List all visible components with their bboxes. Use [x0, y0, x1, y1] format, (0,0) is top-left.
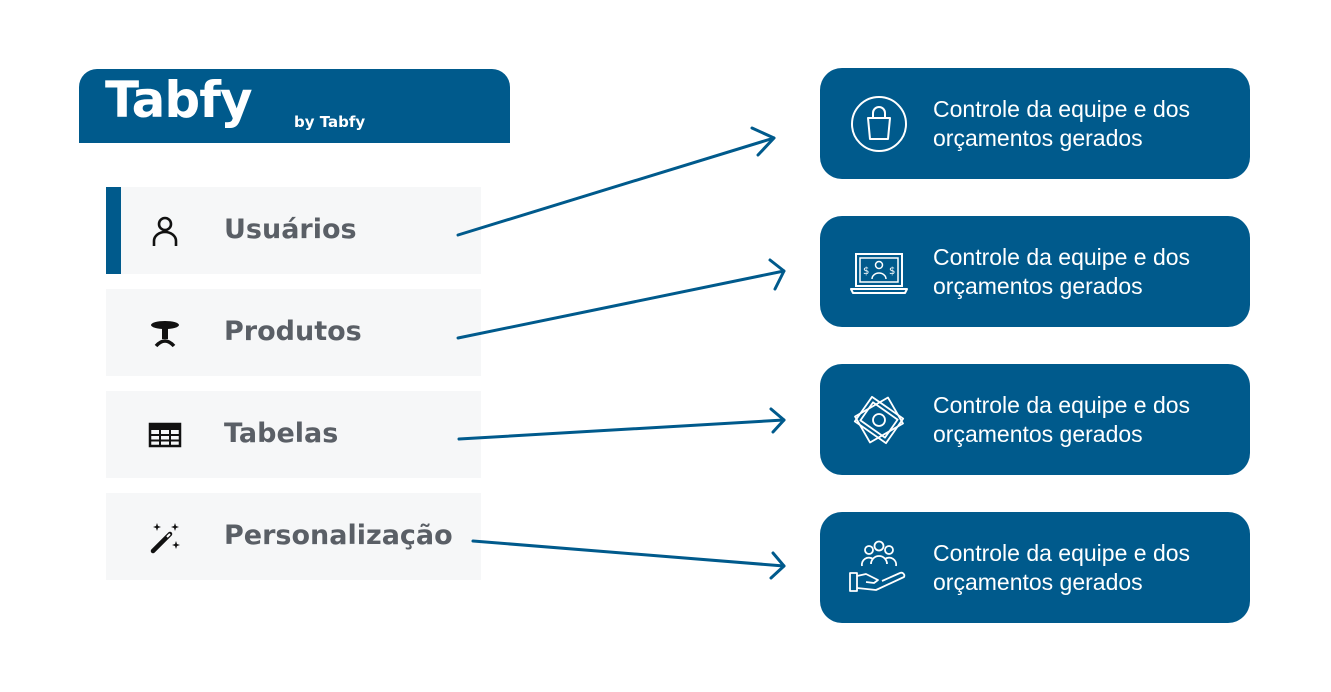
table-furniture-icon	[151, 321, 179, 348]
feature-card: Controle da equipe e dos orçamentos gera…	[820, 512, 1250, 623]
magic-wand-icon	[150, 523, 180, 554]
grid-table-icon	[148, 422, 182, 448]
menu-item-usuarios[interactable]: Usuários	[106, 187, 481, 274]
menu-label: Usuários	[224, 214, 357, 245]
svg-text:$: $	[863, 266, 869, 277]
logo-subtitle: by Tabfy	[294, 113, 366, 131]
laptop-money-people-icon: $ $	[850, 253, 908, 294]
feature-card: $ $ Controle da equipe e dos orçamentos …	[820, 216, 1250, 327]
logo-wordmark: Tabfy	[105, 71, 253, 129]
card-text: Controle da equipe e dos orçamentos gera…	[933, 96, 1191, 151]
menu-label: Personalização	[224, 520, 453, 551]
card-text: Controle da equipe e dos orçamentos gera…	[933, 392, 1191, 447]
arrow-line	[457, 418, 786, 441]
shopping-bag-icon	[851, 96, 907, 152]
feature-card: Controle da equipe e dos orçamentos gera…	[820, 364, 1250, 475]
banknotes-icon	[853, 395, 905, 445]
menu-item-tabelas[interactable]: Tabelas	[106, 391, 481, 478]
arrow-line	[456, 269, 786, 340]
svg-text:$: $	[889, 266, 895, 277]
active-indicator	[106, 187, 121, 274]
user-icon	[152, 216, 178, 246]
menu-label: Tabelas	[224, 418, 339, 449]
arrow-head	[769, 407, 786, 434]
logo-header: Tabfy by Tabfy	[79, 69, 510, 143]
arrow-head	[769, 551, 786, 580]
arrow-head	[750, 126, 776, 157]
menu-item-personalizacao[interactable]: Personalização	[106, 493, 481, 580]
hand-team-icon	[849, 540, 906, 592]
feature-card: Controle da equipe e dos orçamentos gera…	[820, 68, 1250, 179]
card-text: Controle da equipe e dos orçamentos gera…	[933, 540, 1191, 595]
arrow-line	[471, 539, 786, 568]
card-text: Controle da equipe e dos orçamentos gera…	[933, 244, 1191, 299]
arrow-line	[456, 136, 776, 237]
menu-item-produtos[interactable]: Produtos	[106, 289, 481, 376]
menu-label: Produtos	[224, 316, 362, 347]
arrow-head	[768, 258, 786, 291]
